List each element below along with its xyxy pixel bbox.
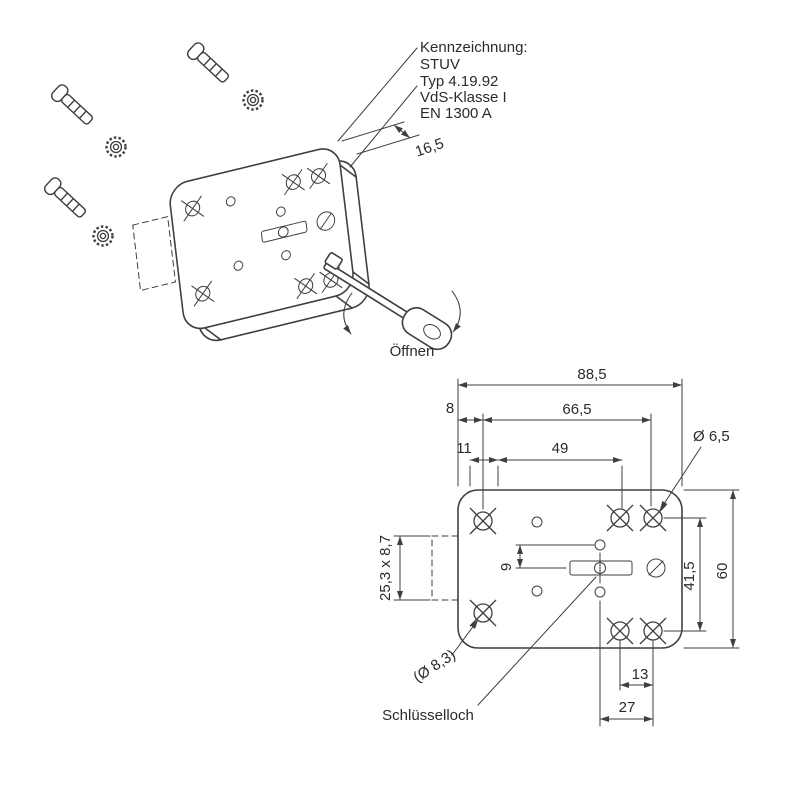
plan-bolt-dashed	[431, 535, 459, 601]
dimension-width-total: 88,5	[457, 366, 683, 487]
dim-hole-top-label: Ø 6,5	[693, 428, 730, 445]
plan-small-hole	[594, 539, 606, 551]
rotate-arrow-left	[343, 292, 353, 335]
lock-washer-3	[92, 225, 114, 247]
lock-body-front	[132, 148, 354, 330]
keyhole-callout: Schlüsselloch	[382, 576, 597, 724]
plan-small-hole	[594, 586, 606, 598]
dimension-key-9: 9	[498, 544, 595, 571]
open-label: Öffnen	[390, 342, 435, 360]
dimension-height-41: 41,5	[663, 517, 707, 632]
iso-small-hole	[233, 260, 244, 271]
callout-hole-top: Ø 6,5	[659, 428, 730, 511]
dim-edge-11-label: 11	[456, 440, 472, 457]
dim-width-49-label: 49	[552, 440, 569, 457]
plan-keyhole	[569, 552, 633, 584]
marking-title: Kennzeichnung:	[420, 39, 528, 56]
dimension-edge-8: 8	[446, 400, 484, 423]
dim-width-total-label: 88,5	[577, 366, 606, 383]
plan-small-hole	[531, 516, 543, 528]
marking-line-1: STUV	[420, 56, 460, 73]
keyhole-label: Schlüsselloch	[382, 707, 474, 724]
dim-hole-bottom-label: (Ø 8,3)	[410, 646, 458, 686]
plan-view: 88,5 66,5 8 11 49 Ø 6,5	[377, 366, 740, 727]
marking-block: Kennzeichnung: STUV Typ 4.19.92 VdS-Klas…	[337, 39, 528, 168]
iso-small-hole	[281, 250, 291, 261]
lock-washer-1	[242, 89, 264, 111]
plan-hole-bottom-left	[469, 599, 497, 627]
iso-slotted-screw	[316, 211, 336, 231]
iso-bolt-dashed	[132, 216, 176, 292]
dimension-bolt: 25,3 x 8,7	[377, 535, 431, 601]
dimension-edge-11: 11	[456, 440, 499, 487]
mounting-screw-3	[41, 175, 90, 222]
dim-height-total-label: 60	[714, 563, 731, 580]
plan-small-hole	[531, 585, 543, 597]
iso-keyhole	[260, 220, 308, 243]
plan-hole-top-outer-right	[639, 504, 667, 532]
plan-hole-bottom-inner-right	[606, 617, 634, 645]
mounting-screw-2	[48, 82, 97, 129]
dim-holes-13-label: 13	[632, 666, 649, 683]
iso-small-hole	[225, 196, 236, 207]
mounting-screw-1	[184, 40, 233, 87]
plan-hole-bottom-outer-right	[639, 617, 667, 645]
rotate-arrow-right	[451, 290, 461, 333]
isometric-view: Öffnen 16,5 Kennzeichnung: STUV Typ 4.19…	[41, 39, 528, 360]
plan-hole-top-inner-right	[606, 504, 634, 532]
dimension-thickness: 16,5	[341, 121, 446, 161]
dimension-key-27: 27	[599, 600, 654, 727]
lock-body-thickness-edges	[204, 164, 370, 341]
thickness-dim-label: 16,5	[413, 135, 446, 161]
plan-slotted-screw	[646, 558, 666, 578]
dim-bolt-label: 25,3 x 8,7	[377, 535, 394, 601]
key	[323, 252, 453, 351]
lock-washer-2	[105, 136, 127, 158]
dim-height-41-label: 41,5	[681, 561, 698, 590]
dim-key-9-label: 9	[498, 563, 515, 571]
dim-key-27-label: 27	[619, 699, 636, 716]
marking-line-4: EN 1300 A	[420, 105, 492, 122]
dim-edge-8-label: 8	[446, 400, 454, 417]
marking-line-2: Typ 4.19.92	[420, 73, 498, 90]
dim-width-66-label: 66,5	[562, 401, 591, 418]
dimension-height-total: 60	[683, 489, 740, 649]
plan-hole-top-left	[469, 507, 497, 535]
marking-line-3: VdS-Klasse I	[420, 89, 507, 106]
dimension-holes-13: 13	[619, 640, 654, 727]
dimension-width-49: 49	[497, 440, 623, 509]
iso-small-hole	[275, 206, 286, 217]
